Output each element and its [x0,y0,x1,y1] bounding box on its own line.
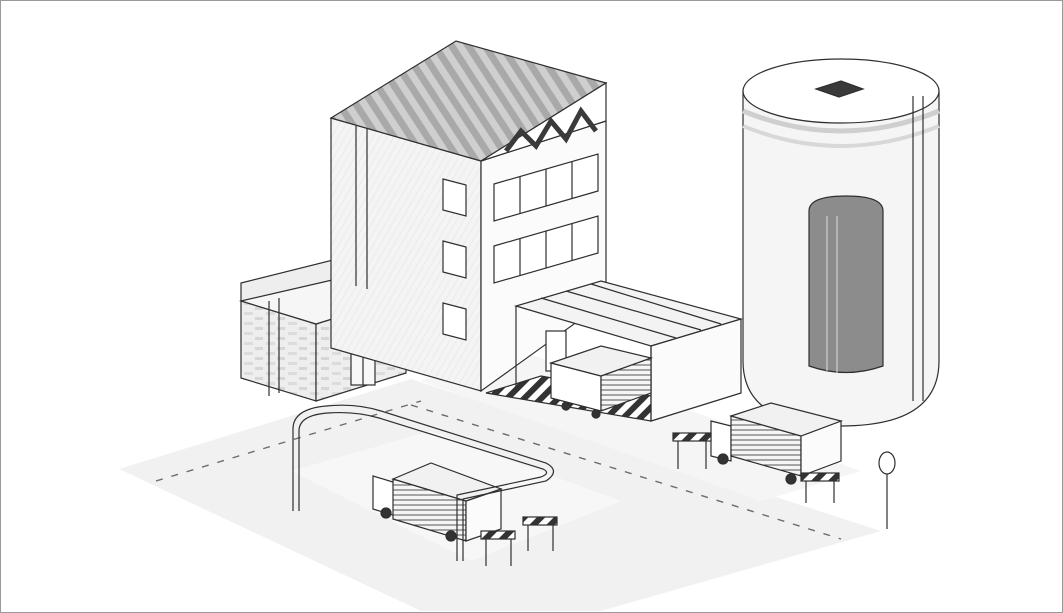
pipe-arch [292,404,555,561]
road-markings [155,400,842,540]
truck-under-canopy [548,345,654,419]
truck-front [372,462,503,542]
sign-post [878,451,896,529]
loading-canopy [485,280,744,422]
barriers [480,432,840,566]
truck-right [710,402,843,485]
silo [742,58,940,427]
